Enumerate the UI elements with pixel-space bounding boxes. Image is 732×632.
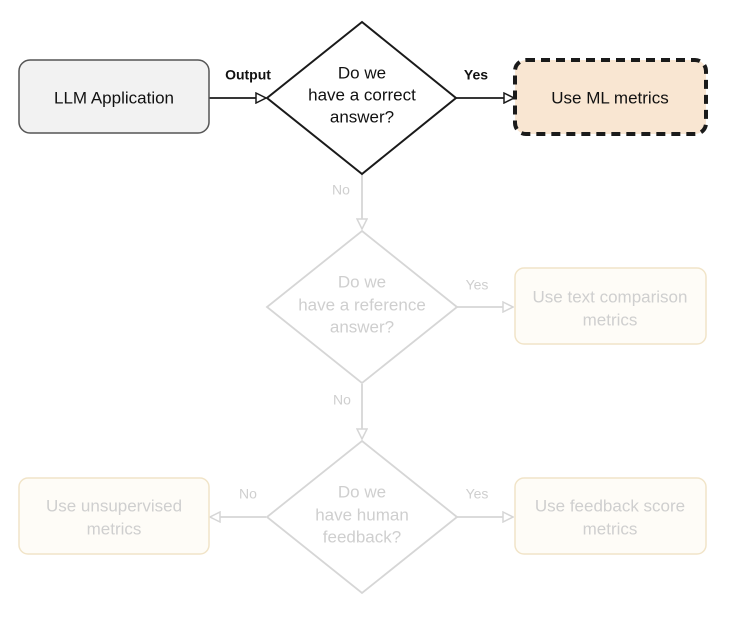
use-unsupervised-line-2: metrics (87, 519, 142, 538)
use-ml-metrics-label: Use ML metrics (551, 88, 668, 107)
use-feedback-score-node: Use feedback score metrics (514, 477, 707, 555)
edge-label-no-3: No (239, 486, 257, 502)
human-feedback-line-2: have human (315, 505, 409, 524)
correct-answer-line-3: answer? (330, 107, 394, 126)
edge-label-no-2: No (333, 392, 351, 408)
use-ml-metrics-node: Use ML metrics (513, 58, 708, 136)
llm-application-label: LLM Application (54, 88, 174, 107)
use-text-comparison-node: Use text comparison metrics (514, 267, 707, 345)
reference-answer-line-1: Do we (338, 272, 386, 291)
edge-label-yes-1: Yes (464, 67, 488, 83)
reference-answer-line-3: answer? (330, 317, 394, 336)
reference-answer-line-2: have a reference (298, 295, 426, 314)
correct-answer-line-2: have a correct (308, 85, 416, 104)
human-feedback-line-3: feedback? (323, 527, 401, 546)
edge-label-yes-3: Yes (466, 486, 489, 502)
edge-label-no-1: No (332, 182, 350, 198)
llm-application-node: LLM Application (18, 59, 210, 134)
use-text-comparison-line-2: metrics (583, 310, 638, 329)
use-feedback-score-line-2: metrics (583, 519, 638, 538)
human-feedback-decision: Do we have human feedback? (265, 439, 459, 595)
correct-answer-line-1: Do we (338, 63, 386, 82)
use-feedback-score-line-1: Use feedback score (535, 496, 685, 515)
correct-answer-decision: Do we have a correct answer? (265, 20, 458, 176)
human-feedback-line-1: Do we (338, 482, 386, 501)
edge-label-yes-2: Yes (466, 277, 489, 293)
reference-answer-decision: Do we have a reference answer? (265, 229, 459, 385)
use-unsupervised-line-1: Use unsupervised (46, 496, 182, 515)
edge-label-output: Output (225, 67, 271, 83)
use-unsupervised-node: Use unsupervised metrics (18, 477, 210, 555)
use-text-comparison-line-1: Use text comparison (533, 287, 688, 306)
